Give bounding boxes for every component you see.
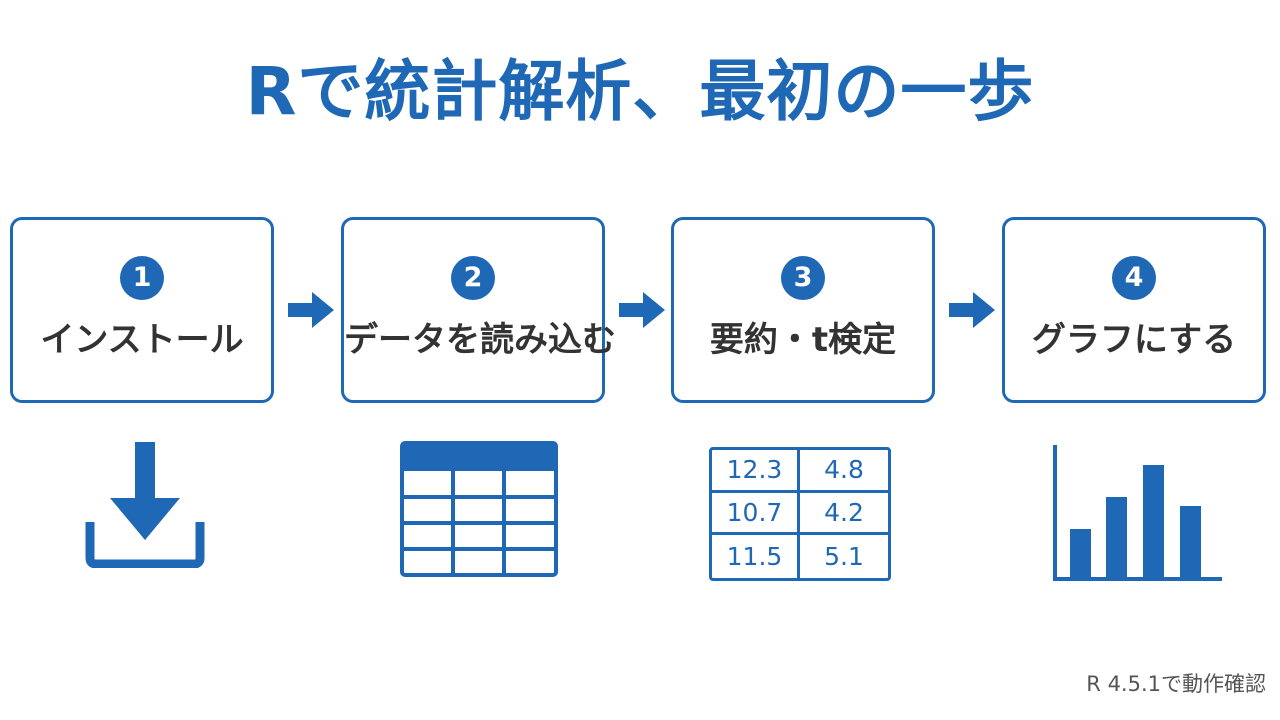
download-icon [85,442,205,568]
step-label: 要約・t検定 [709,320,897,360]
step-box-graph: 4 グラフにする [1002,217,1266,403]
step-label: インストール [40,320,244,360]
step-box-summary-ttest: 3 要約・t検定 [671,217,935,403]
table-cell: 5.1 [824,542,864,572]
table-cell: 4.8 [800,450,888,493]
table-cell: 4.2 [800,493,888,536]
arrow-right-icon [949,292,995,328]
step-number-badge: 1 [120,256,164,300]
step-label: グラフにする [1031,320,1237,360]
table-cell: 10.7 [712,492,800,536]
version-note: R 4.5.1で動作確認 [1086,672,1266,696]
step-number-badge: 2 [451,256,495,300]
table-icon [400,441,558,577]
table-cell: 12.3 [712,450,800,493]
step-box-load-data: 2 データを読み込む [341,217,616,403]
step-number-badge: 3 [781,256,825,300]
arrow-right-icon [619,292,665,328]
number-table-icon: 12.3 4.8 10.7 4.2 11.5 5.1 [709,447,891,581]
bar-chart-icon [1053,445,1222,581]
page-title: Rで統計解析、最初の一歩 [245,53,1035,130]
step-label: データを読み込む [344,320,616,360]
step-box-install: 1 インストール [10,217,274,403]
table-cell: 11.5 [712,535,800,578]
arrow-right-icon [288,292,334,328]
step-number-badge: 4 [1112,256,1156,300]
